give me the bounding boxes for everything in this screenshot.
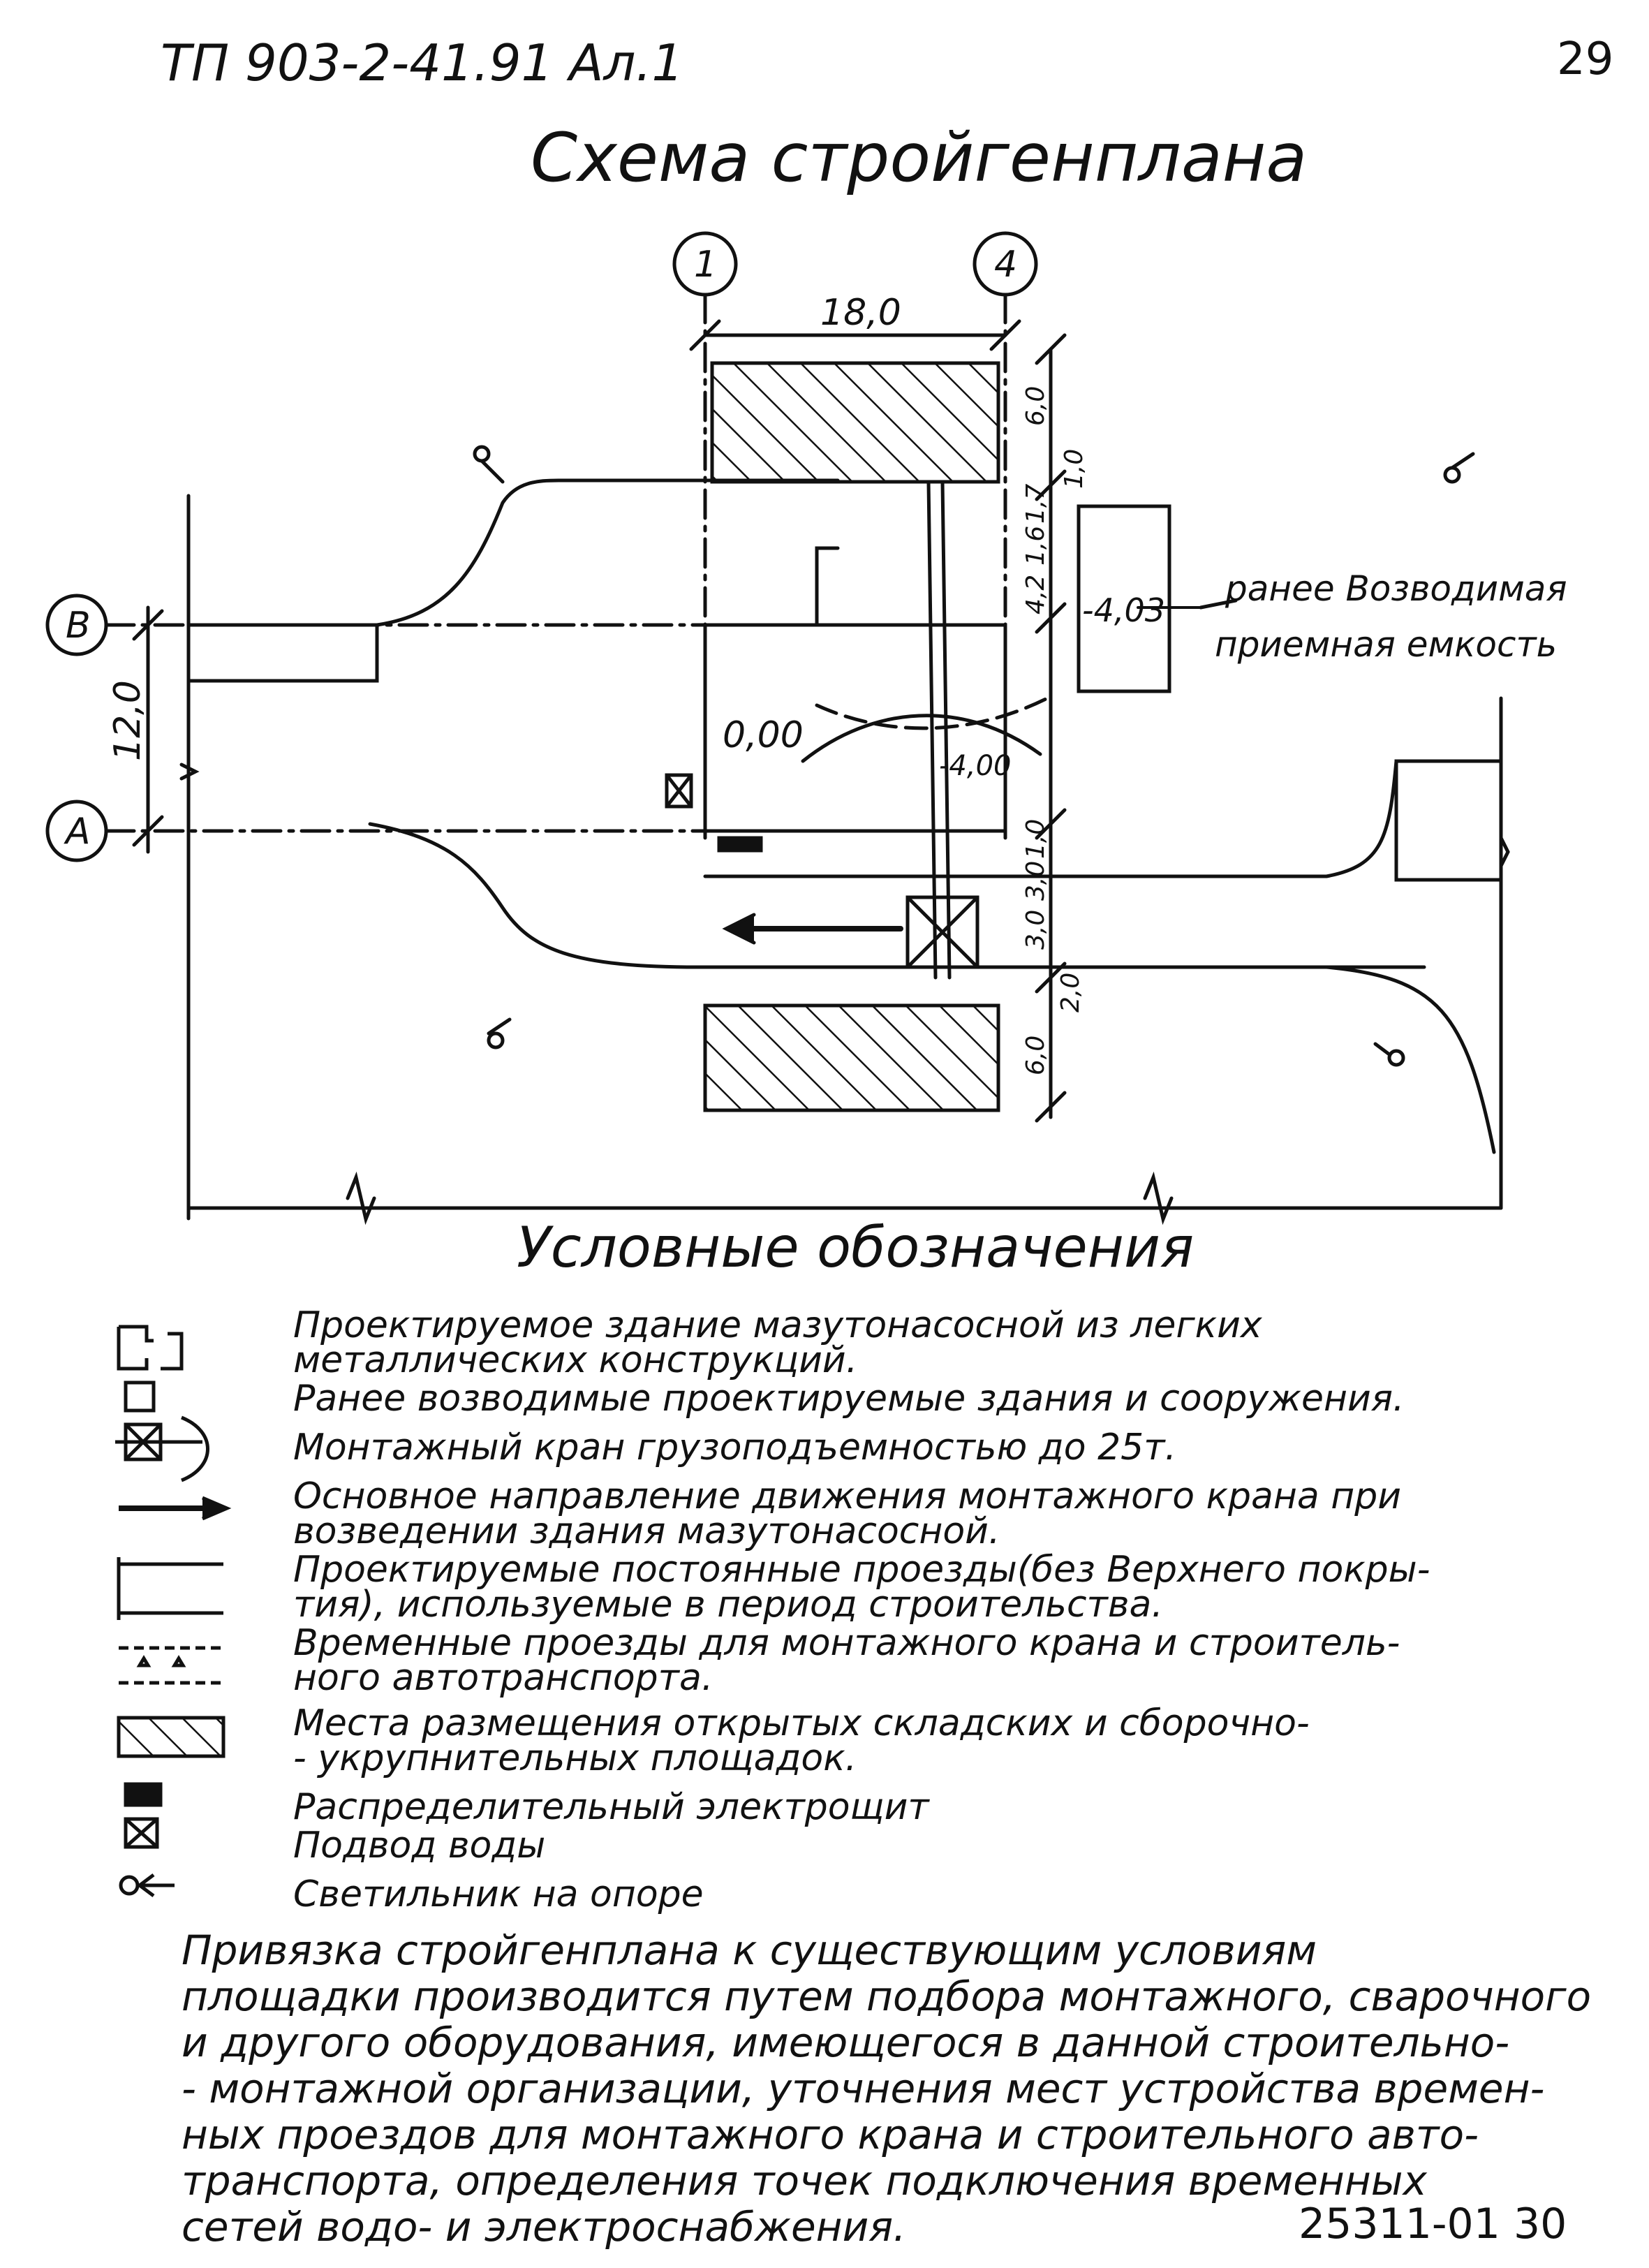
legend-item: Временные проезды для монтажного крана и… [293,1622,1400,1664]
notes-line: Привязка стройгенплана к существующим ус… [182,1927,1317,1974]
tank-label-2: приемная емкость [1215,624,1557,665]
switchboard-icon [124,1782,163,1807]
legend-item: возведении здания мазутонасосной. [293,1510,1000,1552]
legend-item: Проектируемое здание мазутонасосной из л… [293,1304,1262,1346]
axis-4-label: 4 [994,244,1017,286]
legend-item: ного автотранспорта. [293,1657,713,1699]
dim-1-0: 1,0 [1060,449,1088,489]
notes-line: сетей водо- и электроснабжения. [182,2203,906,2251]
storage-area-top [710,361,1000,484]
legend-item: Ранее возводимые проектируемые здания и … [293,1378,1405,1420]
existing-building-right [1394,759,1503,882]
dimension-18: 18,0 [820,292,901,334]
dim-r-2-0: 2,0 [1056,973,1085,1012]
legend-item: Проектируемые постоянные проезды(без Вер… [293,1549,1430,1591]
level-floor: 0,00 [723,714,804,756]
existing-building-left [186,623,379,683]
axis-1-label: 1 [694,244,717,286]
page-number: 29 [1557,34,1614,85]
legend-item: - укрупнительных площадок. [293,1737,857,1779]
existing-tank [1077,504,1171,693]
legend-item: Монтажный кран грузоподъемностью до 25т. [293,1427,1177,1468]
dim-1-6: 1,6 [1021,526,1050,566]
legend-item: Светильник на опоре [293,1873,704,1915]
footer-code: 25311-01 30 [1299,2200,1567,2248]
dim-r-3-0b: 3,0 [1021,910,1050,950]
crane-icon [115,1415,209,1482]
notes-line: - монтажной организации, уточнения мест … [182,2065,1545,2112]
dim-bottom-6: 6,0 [1021,1036,1050,1075]
permanent-road-icon [117,1557,223,1620]
dim-4-2: 4,2 [1021,575,1050,614]
plan-title: Схема стройгенплана [531,119,1308,197]
level-pit: -4,00 [939,750,1012,782]
legend-item: тия), используемые в период строительств… [293,1584,1163,1626]
lamp-icon [1373,1042,1405,1067]
notes-line: и другого оборудования, имеющегося в дан… [182,2019,1510,2066]
site-plan-drawing: 1 4 В А 18,0 12,0 0,00 -4,00 -4,03 ранее… [45,231,1567,1225]
lamp-icon [473,445,505,484]
dim-top-6: 6,0 [1021,386,1050,426]
designed-building [703,623,1007,833]
lamp-legend-icon [119,1873,175,1897]
designed-building-icon [117,1325,184,1371]
dim-r-1-0: 1,0 [1021,819,1050,859]
crane-symbol [905,895,979,969]
notes-line: транспорта, определения точек подключени… [182,2157,1427,2204]
legend-item: Подвод воды [293,1825,546,1866]
level-tank: -4,03 [1082,591,1165,629]
notes-line: ных проездов для монтажного крана и стро… [182,2111,1479,2158]
dimension-12: 12,0 [107,680,149,761]
storage-area-icon [117,1716,225,1758]
existing-building-icon [124,1380,156,1413]
switchboard-symbol [717,836,763,853]
dim-r-3-0a: 3,0 [1021,861,1050,901]
dim-1-7: 1,7 [1021,484,1050,524]
lamp-icon [1443,452,1475,484]
water-supply-symbol [665,773,693,809]
tank-label-1: ранее Возводимая [1225,568,1567,609]
document-code: ТП 903-2-41.91 Ал.1 [161,34,684,92]
legend-item: металлических конструкций. [293,1339,858,1381]
lamp-icon [487,1017,512,1050]
legend-symbols [115,1325,232,1897]
notes-line: площадки производится путем подбора монт… [182,1973,1592,2020]
temporary-road-icon [119,1646,223,1685]
notes-block: Привязка стройгенплана к существующим ус… [182,1927,1613,2250]
water-icon [124,1817,159,1849]
axis-b-label: В [66,605,91,647]
axis-a-label: А [64,811,91,853]
storage-area-bottom [703,1003,1000,1112]
legend-item: Места размещения открытых складских и сб… [293,1702,1310,1744]
legend-item: Основное направление движения монтажного… [293,1475,1402,1517]
arrow-icon [119,1496,232,1521]
legend-item: Распределительный электрощит [293,1786,929,1828]
legend-title: Условные обозначения [517,1215,1195,1280]
